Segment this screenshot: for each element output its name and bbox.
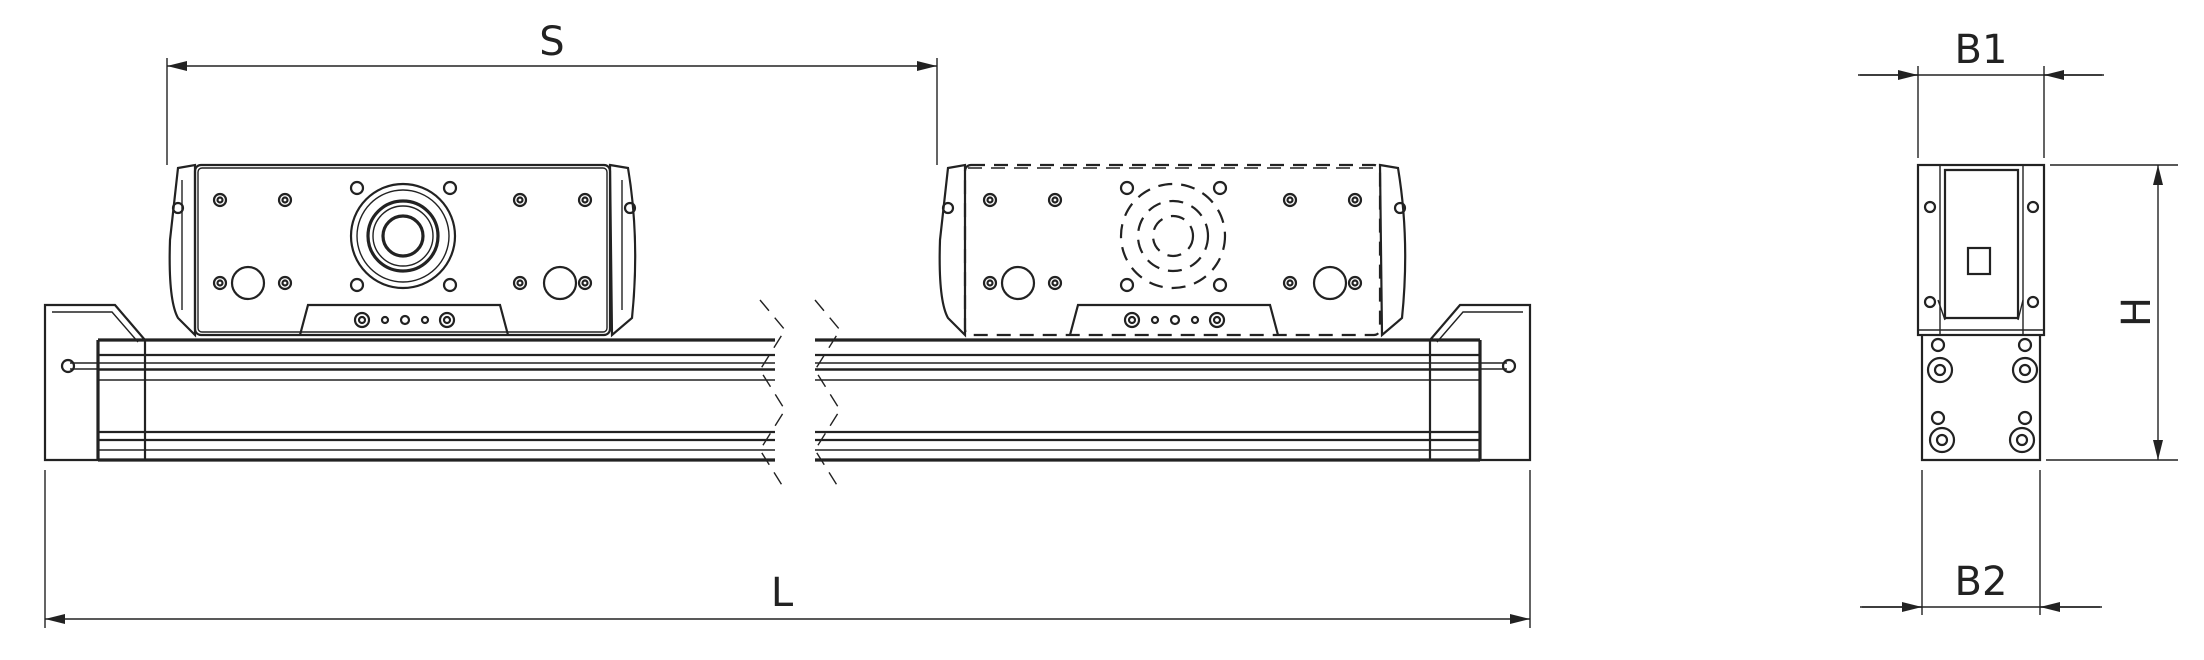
side-view: [1916, 163, 2046, 462]
rail-body-right: [815, 338, 1482, 462]
dimension-length: L: [44, 470, 1531, 628]
stroke-label: S: [539, 19, 564, 65]
height-label: H: [2114, 297, 2160, 327]
dimension-width-top: B1: [1858, 27, 2104, 158]
dimension-width-bottom: B2: [1860, 470, 2102, 615]
end-cap-left: [43, 303, 147, 462]
carriage-solid: [168, 163, 637, 338]
rail-profile: [43, 299, 1532, 491]
length-label: L: [771, 570, 794, 616]
belt-line: [60, 358, 1517, 374]
dimension-stroke: S: [166, 19, 938, 165]
carriage-phantom: [938, 163, 1407, 338]
rail-body-left: [96, 338, 775, 462]
width-bottom-label: B2: [1955, 559, 2008, 605]
bearing-center: [349, 182, 457, 290]
end-cap-right: [1428, 303, 1532, 462]
break-symbol: [759, 299, 841, 491]
width-top-label: B1: [1955, 27, 2008, 73]
dimension-height: H: [2046, 164, 2178, 461]
